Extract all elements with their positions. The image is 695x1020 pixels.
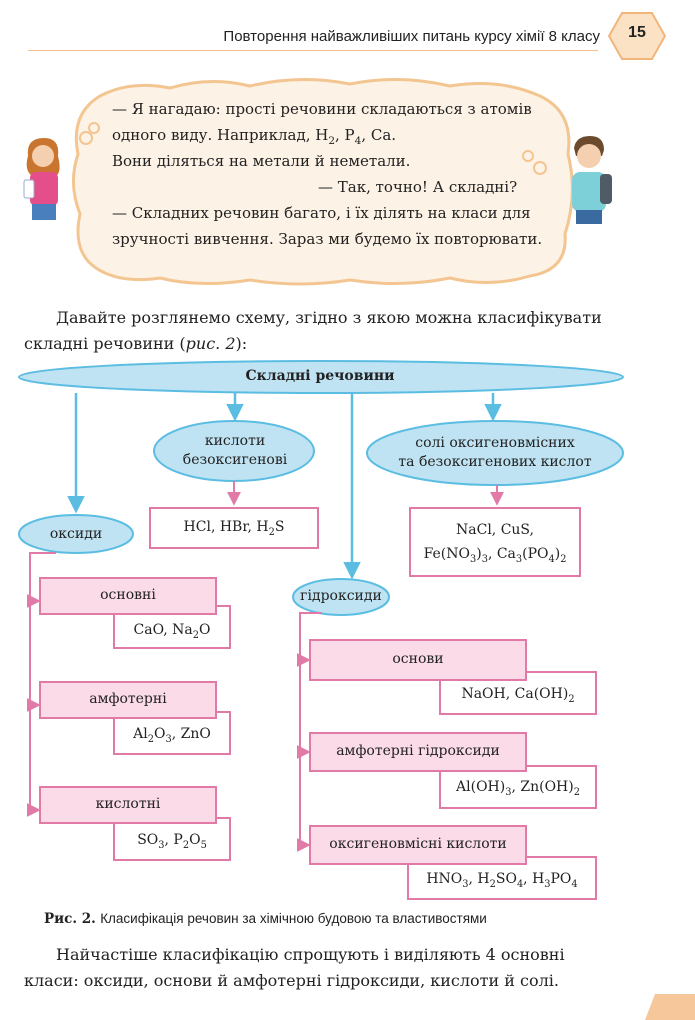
- hydroxide-type-label-1: основи: [392, 651, 444, 667]
- hydroxide-example-box-2: [439, 765, 597, 809]
- page-number-hexagon-icon: [608, 12, 666, 60]
- conclusion-line-2: класи: оксиди, основи й амфотерні гідрок…: [24, 971, 559, 990]
- page-number: 15: [628, 24, 646, 41]
- salts-node: [366, 420, 624, 486]
- intro-line-1: Давайте розглянемо схему, згідно з якою …: [56, 308, 602, 327]
- hydroxide-type-box-2: [309, 732, 527, 772]
- running-header-title: Повторення найважливіших питань курсу хі…: [223, 28, 600, 45]
- hydroxide-type-box-3: [309, 825, 527, 865]
- hydroxides-node: [292, 578, 390, 616]
- hydroxides-node-label: гідроксиди: [300, 588, 382, 604]
- hydroxide-type-label-3: оксигеновмісні кислоти: [329, 836, 507, 852]
- dialogue-line-1: — Я нагадаю: прості речовини складаються…: [112, 100, 532, 118]
- dialogue-line-2: одного виду. Наприклад, H2, P4, Ca.: [112, 126, 397, 147]
- acids-node-label: кислоти безоксигенові: [182, 433, 288, 468]
- corner-hexagon-decoration: [645, 994, 695, 1020]
- figure-caption: Рис. 2. Класифікація речовин за хімічною…: [44, 911, 664, 927]
- header-rule: [28, 50, 598, 51]
- dialogue-line-5: — Складних речовин багато, і їх ділять н…: [112, 204, 531, 222]
- hydroxide-type-label-2: амфотерні гідроксиди: [336, 743, 500, 759]
- oxide-type-label-3: кислотні: [95, 796, 161, 812]
- figure-reference: рис. 2: [185, 334, 236, 353]
- oxide-type-label-1: основні: [100, 587, 156, 603]
- oxides-node: [18, 514, 134, 554]
- root-node: [18, 360, 624, 394]
- oxides-node-label: оксиди: [49, 526, 103, 542]
- figure-caption-text: Класифікація речовин за хімічною будовою…: [100, 911, 487, 926]
- salts-examples-box: [409, 507, 581, 577]
- boy-student-illustration: [572, 136, 612, 224]
- oxide-examples-2: Al2O3, ZnO: [133, 726, 211, 745]
- oxide-type-label-2: амфотерні: [89, 691, 167, 707]
- girl-student-illustration: [23, 138, 60, 220]
- oxide-type-box-3: [39, 786, 217, 824]
- acids-examples-box: [149, 507, 319, 549]
- classification-diagram: [18, 360, 624, 900]
- intro-line-2: складні речовини (рис. 2):: [24, 334, 248, 353]
- dialogue-line-6: зручності вивчення. Зараз ми будемо їх п…: [112, 230, 543, 248]
- oxide-type-box-2: [39, 681, 217, 719]
- dialogue-line-3: Вони діляться на метали й неметали.: [112, 152, 411, 170]
- oxide-type-box-1: [39, 577, 217, 615]
- dialogue-line-4: — Так, точно! А складні?: [318, 178, 518, 196]
- hydroxide-examples-2: Al(OH)3, Zn(OH)2: [456, 779, 580, 798]
- acids-examples: HCl, HBr, H2S: [183, 519, 285, 538]
- hydroxide-type-box-1: [309, 639, 527, 681]
- salts-examples: NaCl, CuS, Fe(NO3)3, Ca3(PO4)2: [423, 522, 567, 565]
- figure-caption-label: Рис. 2.: [44, 911, 96, 927]
- salts-node-label: солі оксигеновмісних та безоксигенових к…: [398, 435, 592, 470]
- hydroxide-examples-3: HNO3, H2SO4, H3PO4: [426, 871, 578, 890]
- oxide-examples-1: CaO, Na2O: [133, 622, 211, 641]
- oxide-examples-3: SO3, P2O5: [137, 832, 207, 851]
- hydroxide-examples-1: NaOH, Ca(OH)2: [461, 686, 575, 705]
- speech-cloud: [72, 77, 574, 286]
- conclusion-line-1: Найчастіше класифікацію спрощують і виді…: [56, 945, 565, 964]
- root-node-label: Складні речовини: [245, 368, 395, 384]
